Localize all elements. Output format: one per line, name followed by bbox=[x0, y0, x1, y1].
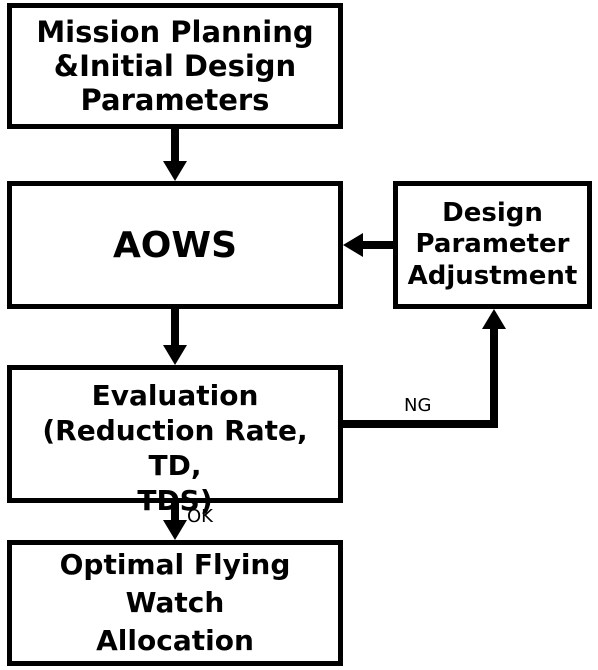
mission-planning-label: Mission Planning &Initial Design Paramet… bbox=[36, 14, 314, 118]
mission-planning-box: Mission Planning &Initial Design Paramet… bbox=[7, 3, 343, 129]
aows-label: AOWS bbox=[112, 224, 238, 266]
aows-box: AOWS bbox=[7, 181, 343, 309]
arrow-adjust-to-aows-head bbox=[343, 233, 363, 257]
arrow-aows-to-evaluation-head bbox=[163, 345, 187, 365]
evaluation-box: Evaluation (Reduction Rate, TD, TDS) bbox=[7, 365, 343, 517]
arrow-mission-to-aows-head bbox=[163, 161, 187, 181]
optimal-allocation-box: Optimal Flying Watch Allocation bbox=[7, 540, 343, 666]
ok-edge-label: OK bbox=[187, 506, 213, 527]
evaluation-label: Evaluation (Reduction Rate, TD, TDS) bbox=[42, 379, 308, 517]
arrow-ok-head bbox=[163, 520, 187, 540]
arrow-ng-line bbox=[343, 327, 498, 428]
optimal-allocation-label: Optimal Flying Watch Allocation bbox=[59, 548, 291, 657]
design-parameter-adjustment-label: Design Parameter Adjustment bbox=[407, 198, 578, 291]
arrow-ng-head bbox=[482, 309, 506, 329]
ng-edge-label: NG bbox=[404, 395, 432, 416]
design-parameter-adjustment-box: Design Parameter Adjustment bbox=[393, 181, 592, 309]
